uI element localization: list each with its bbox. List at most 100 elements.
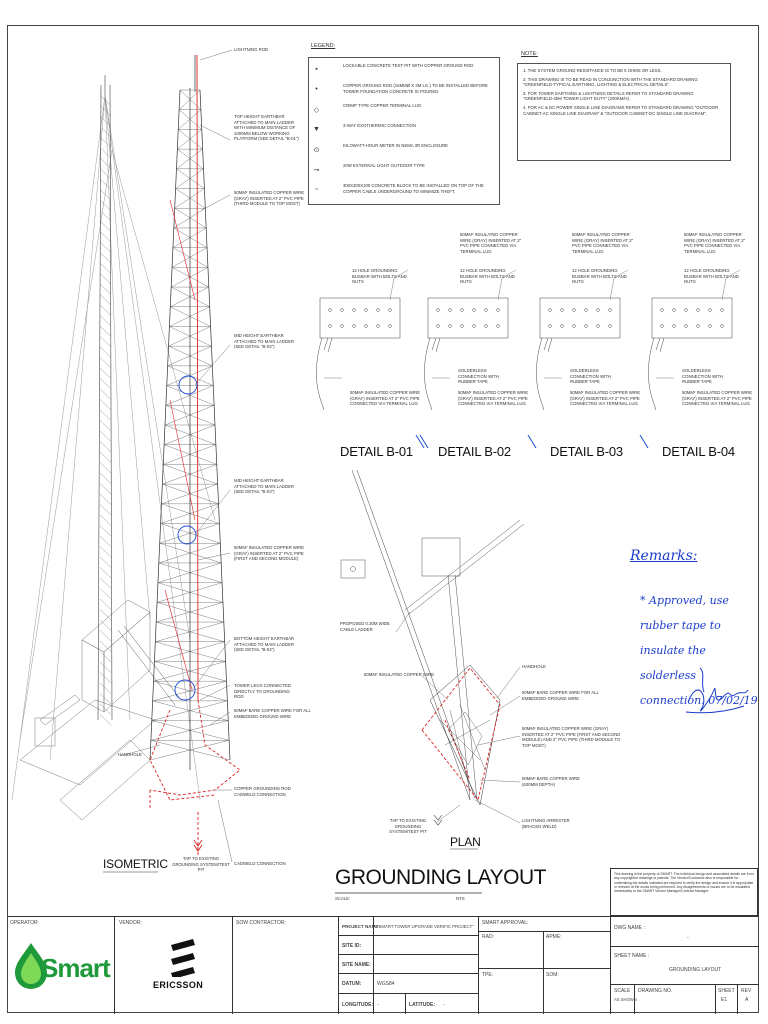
busbar-hole [328,324,332,328]
project-name-value: "SMART TOWER UPGRADE VERIFIC PROJECT" [377,924,474,929]
datum-value: WGS84 [377,981,395,987]
busbar-hole [584,324,588,328]
legend-text: LOCKABLE CONCRETE TEST PIT WITH COPPER G… [343,63,474,68]
detail-label: 50mm² INSULATED COPPER WIRE (GRAY) INSER… [458,390,529,407]
plan-core [439,704,491,791]
detail-label: 50mm² INSULATED COPPER WIRE (GRAY) INSER… [682,390,753,407]
label-lightning-rod: LIGHTNING ROD [234,47,269,52]
vendor-label: VENDOR: [119,920,142,926]
label-tower-legs: TOWER LEGS CONNECTED DIRECTLY TO GROUNDI… [234,683,291,700]
plan-cable [421,667,501,802]
label-tap-existing: TAP TO EXISTING GROUNDING SYSTEM/TEST PI… [172,856,230,873]
left-mast-lattice [99,94,112,726]
latitude-label: LATITUDE: [409,1002,436,1008]
legend-title: LEGEND: [311,43,336,49]
detail-label: SOLDERLESS CONNECTION WITH RUBBER TAPE [458,368,500,385]
tpe-label: TPE: [482,972,494,978]
legend-text: COPPER GROUND ROD (16mmØ X 3m LG.) TO BE… [343,83,488,94]
tower-lattice [149,89,231,761]
latitude-value: - [443,1002,445,1008]
busbar-hole [340,324,344,328]
busbar-shape [651,297,733,339]
legend-item: ⊸ 20W EXTERNAL LIGHT OUTDOOR TYPE [309,162,493,178]
note-item: 4. FOR AC & DC POWER SINGLE LINE DIAGRAM… [523,104,719,116]
note-item: 3. FOR TOWER EARTHING & LIGHTNING DETAIL… [523,90,694,102]
busbar-hole [596,324,600,328]
ericsson-logo-icon [171,939,195,977]
legend-symbol-icon: ▫ [315,186,318,193]
earth-wire-lug [431,337,441,353]
operator-name: Smart [41,953,111,983]
busbar-hole [436,324,440,328]
busbar-hole [548,308,552,312]
vendor-name: ERICSSON [153,980,204,990]
legend-symbol-icon: ◇ [313,106,320,114]
busbar-hole [436,308,440,312]
plan-view [340,469,525,806]
rev-label: REV [741,988,752,994]
sheet-border [7,25,759,1013]
label-wire-low: 50mm² INSULATED COPPER WIRE (GRAY) INSER… [234,545,305,562]
busbar-hole [388,324,392,328]
detail-title: DETAIL B-03 [550,444,623,459]
site-name-label: SITE NAME: [342,962,371,968]
plan-label-arrester: LIGHTNING ARRESTER (BRACED WELD) [522,818,570,829]
busbar-hole [352,308,356,312]
legend-symbol-icon: ⊸ [313,166,320,174]
main-tower [149,55,231,770]
detail-label: 50mm² INSULATED COPPER WIRE (GRAY) INSER… [460,232,522,254]
busbar-hole [472,308,476,312]
busbar-hole [548,324,552,328]
guy-wires [11,94,216,801]
detail-leader [721,269,741,301]
legend-text: CRIMP TYPE COPPER TERMINAL LUG [343,103,422,108]
busbar-hole [376,308,380,312]
legend-item: ▼3-WAY EXOTHERMIC CONNECTION [309,122,493,138]
legend-item: ▪ LOCKABLE CONCRETE TEST PIT WITH COPPER … [309,62,493,78]
busbar-hole [448,308,452,312]
legend-text: 20W EXTERNAL LIGHT OUTDOOR TYPE [343,163,425,168]
sow-contractor-label: SOW CONTRACTOR: [236,920,286,926]
note-item: 2. THIS DRAWING IS TO BE READ IN CONJUNC… [523,76,698,88]
remarks-title: Remarks: [630,548,698,564]
detail-title: DETAIL B-04 [662,444,735,459]
busbar-shape [319,297,401,339]
rad-label: RAD: [482,934,494,940]
detail-label: 50mm² INSULATED COPPER WIRE (GRAY) INSER… [684,232,746,254]
label-top-earthbar: TOP HEIGHT EARTHBAR ATTACHED TO MAIN LAD… [234,114,299,142]
iso-leaders [119,49,233,863]
sheet-label: SHEET [718,988,735,994]
tb-scale-label: SCALE [614,988,631,994]
legend-symbol-icon: ▪ [315,66,318,73]
label-bare-wire: 50mm² BARE COPPER WIRE FOR ALL EMBEDDED … [234,708,311,719]
busbar-shape [427,297,509,339]
detail-label: 12 HOLE GROUNDING BUSBAR WITH BOLTS AND … [572,268,627,285]
busbar-hole [496,324,500,328]
detail-title: DETAIL B-01 [340,444,413,459]
earth-wire-lug [543,337,553,353]
label-handhole: HANDHOLE [118,752,142,757]
detail-label: 12 HOLE GROUNDING BUSBAR WITH BOLTS AND … [352,268,407,285]
plan-label-wire: 50mm² INSULATED COPPER WIRE [364,672,435,677]
dwg-name-label: DWG NAME : [614,925,645,931]
busbar-hole [696,308,700,312]
busbar-shape [539,297,621,339]
detail-label: 12 HOLE GROUNDING BUSBAR WITH BOLTS AND … [684,268,739,285]
busbar-hole [708,324,712,328]
legend-symbol-icon: ▼ [313,126,320,133]
longitude-label: LONGITUDE: [342,1002,374,1008]
legend-text: KILOWATT-HOUR METER IN NEMA 3R ENCLOSURE [343,143,449,148]
tb-scale-value: AS SHOWN [614,997,637,1002]
busbar-hole [364,308,368,312]
busbar-hole [608,308,612,312]
busbar-hole [388,308,392,312]
busbar-hole [696,324,700,328]
markup-tick [639,434,649,449]
smart-approval-label: SMART APPROVAL: [482,920,529,926]
label-copper-rod: COPPER GROUNDING ROD CADWELD CONNECTION [234,786,291,797]
label-mid-earthbar-1: MID HEIGHT EARTHBAR ATTACHED TO MAIN LAD… [234,333,295,350]
smart-logo: Smart [11,941,111,991]
longitude-value: - [377,1002,379,1008]
